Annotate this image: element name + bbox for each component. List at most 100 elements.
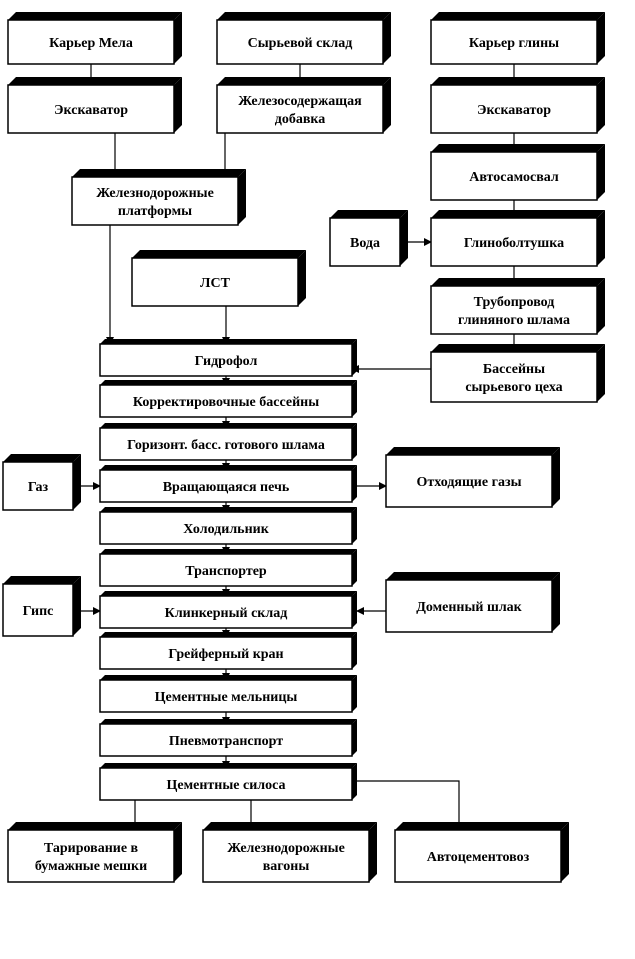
node-label: Гипс xyxy=(23,604,54,619)
node-label: Карьер глины xyxy=(469,36,559,51)
node-box xyxy=(430,151,598,201)
node-shadow-side xyxy=(597,77,605,133)
node-shadow-top xyxy=(386,447,560,455)
node-box xyxy=(99,679,353,713)
node-correction-pools: Корректировочные бассейны xyxy=(99,380,357,418)
node-shadow-side xyxy=(352,465,357,502)
node-shadow-side xyxy=(552,572,560,632)
node-box xyxy=(99,553,353,587)
node-label: Экскаватор xyxy=(54,103,128,118)
node-box xyxy=(99,469,353,503)
node-clay-pipeline: Трубопровод глиняного шлама xyxy=(430,278,605,335)
node-box xyxy=(99,511,353,545)
node-shadow-side xyxy=(597,144,605,200)
node-label: Трубопровод xyxy=(474,295,555,310)
node-cement-truck: Автоцементовоз xyxy=(394,822,569,883)
node-box xyxy=(216,84,384,134)
node-box xyxy=(7,84,175,134)
node-gypsum: Гипс xyxy=(2,576,81,637)
node-shadow-top xyxy=(100,591,357,596)
node-chalk-quarry: Карьер Мела xyxy=(7,12,182,65)
node-lst: ЛСТ xyxy=(131,250,306,307)
node-box xyxy=(7,829,175,883)
node-rail-wagons: Железнодорожные вагоны xyxy=(202,822,377,883)
node-shadow-side xyxy=(73,454,81,510)
node-label: Цементные силоса xyxy=(166,778,285,793)
node-label: Вращающаяся печь xyxy=(163,480,290,495)
node-label: Гидрофол xyxy=(195,354,258,369)
node-shadow-top xyxy=(3,454,81,462)
node-label: Горизонт. басс. готового шлама xyxy=(127,438,325,453)
node-shadow-side xyxy=(400,210,408,266)
node-grab-crane: Грейферный кран xyxy=(99,632,357,670)
node-label: Цементные мельницы xyxy=(155,690,298,705)
node-clinker-store: Клинкерный склад xyxy=(99,591,357,629)
node-label: Экскаватор xyxy=(477,103,551,118)
node-shadow-top xyxy=(100,632,357,637)
node-rotary-kiln: Вращающаяся печь xyxy=(99,465,357,503)
node-box xyxy=(99,427,353,461)
node-exhaust-gases: Отходящие газы xyxy=(385,447,560,508)
node-shadow-top xyxy=(100,763,357,768)
node-shadow-side xyxy=(298,250,306,306)
node-box xyxy=(99,636,353,670)
node-shadow-side xyxy=(352,423,357,460)
node-shadow-top xyxy=(132,250,306,258)
node-cement-mills: Цементные мельницы xyxy=(99,675,357,713)
node-box xyxy=(430,19,598,65)
node-box xyxy=(2,461,74,511)
node-shadow-top xyxy=(431,12,605,20)
node-shadow-top xyxy=(100,423,357,428)
node-cement-silos: Цементные силоса xyxy=(99,763,357,801)
node-shadow-side xyxy=(352,632,357,669)
node-shadow-top xyxy=(431,144,605,152)
node-hydrofol: Гидрофол xyxy=(99,339,357,377)
node-label: глиняного шлама xyxy=(458,313,570,328)
node-shadow-top xyxy=(8,822,182,830)
node-shadow-side xyxy=(597,210,605,266)
node-gas: Газ xyxy=(2,454,81,511)
node-shadow-side xyxy=(174,822,182,882)
node-shadow-top xyxy=(72,169,246,177)
node-pneumo: Пневмотранспорт xyxy=(99,719,357,757)
node-excavator-2: Экскаватор xyxy=(430,77,605,134)
node-shadow-top xyxy=(8,12,182,20)
node-shadow-top xyxy=(100,380,357,385)
node-shadow-side xyxy=(73,576,81,636)
node-shadow-side xyxy=(174,77,182,133)
node-shadow-side xyxy=(238,169,246,225)
node-label: платформы xyxy=(118,204,192,219)
node-shadow-side xyxy=(597,278,605,334)
node-shadow-side xyxy=(352,380,357,417)
node-shadow-side xyxy=(352,675,357,712)
node-label: Пневмотранспорт xyxy=(169,734,283,749)
node-label: Доменный шлак xyxy=(416,600,522,615)
node-box xyxy=(99,723,353,757)
node-shadow-side xyxy=(597,12,605,64)
node-shadow-side xyxy=(174,12,182,64)
node-label: ЛСТ xyxy=(200,276,231,291)
node-shadow-top xyxy=(386,572,560,580)
node-shadow-top xyxy=(8,77,182,85)
node-shadow-top xyxy=(431,278,605,286)
node-box xyxy=(385,579,553,633)
node-box xyxy=(99,384,353,418)
node-shadow-side xyxy=(352,507,357,544)
node-shadow-side xyxy=(352,549,357,586)
node-shadow-top xyxy=(431,77,605,85)
node-shadow-top xyxy=(100,549,357,554)
node-label: Глиноболтушка xyxy=(464,236,564,251)
node-box xyxy=(202,829,370,883)
node-box xyxy=(71,176,239,226)
node-label: Бассейны xyxy=(483,362,545,377)
node-label: Транспортер xyxy=(185,564,267,579)
node-label: вагоны xyxy=(263,859,310,874)
node-shadow-top xyxy=(217,77,391,85)
node-label: Железнодорожные xyxy=(227,841,345,856)
node-excavator-1: Экскаватор xyxy=(7,77,182,134)
